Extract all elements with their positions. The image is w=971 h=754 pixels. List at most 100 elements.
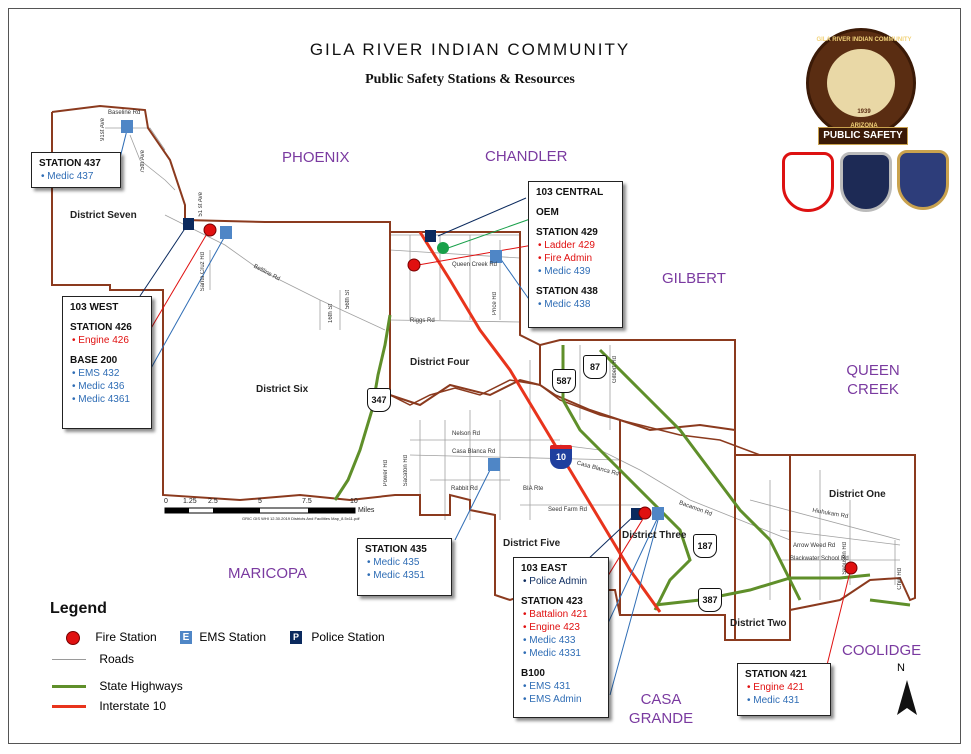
road-casa-blanca-west: Casa Blanca Rd xyxy=(452,449,496,455)
leader-lines xyxy=(119,129,851,696)
legend-state-highways: State Highways xyxy=(52,679,183,693)
roads-layer xyxy=(105,127,901,600)
ems-station-438[interactable] xyxy=(490,250,502,263)
road-arrow-weed: Arrow Weed Rd xyxy=(793,543,836,549)
map-subtitle: Public Safety Stations & Resources xyxy=(365,72,575,87)
road-blackwater-school: Blackwater School Rd xyxy=(790,556,849,562)
road-skousen: Skousen Rd xyxy=(842,542,848,575)
state-highways xyxy=(333,314,911,611)
legend: Legend xyxy=(50,600,107,622)
state-highway-symbol xyxy=(52,685,86,689)
shield-sr587: 587 xyxy=(552,369,576,393)
road-baseline: Baseline Rd xyxy=(108,110,141,116)
shield-i10: 10 xyxy=(550,445,572,469)
scale-tick-2: 2.5 xyxy=(208,498,218,505)
fire-station-symbol xyxy=(66,630,80,645)
police-station-103-west[interactable] xyxy=(183,218,194,230)
road-56th-st: 56th St xyxy=(345,290,351,310)
callout-103-west[interactable]: 103 WEST STATION 426 Engine 426 BASE 200… xyxy=(62,296,152,429)
road-power: Power Rd xyxy=(383,460,389,487)
ems-station-base-200[interactable] xyxy=(220,226,232,239)
fire-station-421[interactable] xyxy=(844,561,858,575)
legend-interstate: Interstate 10 xyxy=(52,699,166,713)
map-frame xyxy=(8,8,961,744)
district-one-label: District One xyxy=(829,489,886,500)
fire-department-patch xyxy=(782,152,834,212)
ems-station-435[interactable] xyxy=(488,458,500,471)
road-nelson: Nelson Rd xyxy=(452,431,481,437)
ems-station-symbol: E xyxy=(180,631,192,645)
scale-fineprint: GRIC GIS WHI 12.30.2019 Districts And Fa… xyxy=(242,516,360,521)
scale-bar xyxy=(164,507,356,514)
legend-police-station: P Police Station xyxy=(290,630,385,645)
road-santa-cruz: Santa Cruz Rd xyxy=(200,252,206,292)
interstate-symbol xyxy=(52,705,86,709)
city-coolidge: COOLIDGE xyxy=(842,642,922,659)
gila-river xyxy=(389,379,761,456)
map-title: Gila River Indian Community xyxy=(309,40,631,59)
district-five-label: District Five xyxy=(503,538,561,549)
callout-station-437[interactable]: STATION 437 Medic 437 xyxy=(31,152,121,188)
legend-ems-station: E EMS Station xyxy=(180,630,266,645)
legend-title: Legend xyxy=(50,600,107,617)
interstate-10 xyxy=(418,231,662,613)
road-91st-ave: 91st Ave xyxy=(100,118,106,141)
scale-tick-4: 7.5 xyxy=(302,498,312,505)
road-51st-ave: 51 st Ave xyxy=(198,192,204,217)
legend-roads: Roads xyxy=(52,652,134,666)
ems-patch xyxy=(840,152,892,212)
city-gilbert: GILBERT xyxy=(662,270,726,287)
fire-station-426[interactable] xyxy=(203,223,217,237)
gric-seal: GILA RIVER INDIAN COMMUNITY 1939 ARIZONA xyxy=(806,28,916,138)
ems-station-437[interactable] xyxy=(121,120,133,133)
district-three-label: District Three xyxy=(622,530,687,541)
oem-marker[interactable] xyxy=(437,242,449,254)
city-maricopa: MARICOPA xyxy=(228,565,307,582)
callout-station-421[interactable]: STATION 421 Engine 421 Medic 431 xyxy=(737,663,831,716)
police-station-symbol: P xyxy=(290,631,302,645)
callout-103-east[interactable]: 103 EAST Police Admin STATION 423 Battal… xyxy=(513,557,609,718)
road-sacaton: Sacaton Rd xyxy=(403,455,409,487)
road-75th-ave: 75th Ave xyxy=(140,150,146,174)
callout-station-435[interactable]: STATION 435 Medic 435 Medic 4351 xyxy=(357,538,452,596)
police-station-103-east[interactable] xyxy=(631,508,642,520)
shield-sr387: 387 xyxy=(698,588,722,612)
road-16th-st: 16th St xyxy=(328,304,334,324)
district-four-label: District Four xyxy=(410,357,470,368)
public-safety-banner: PUBLIC SAFETY xyxy=(818,127,908,145)
district-seven-label: District Seven xyxy=(70,210,137,221)
road-queen-creek: Queen Creek Rd xyxy=(452,262,498,268)
scale-tick-1: 1.25 xyxy=(183,498,197,505)
city-phoenix: PHOENIX xyxy=(282,149,350,166)
north-label: N xyxy=(897,662,905,674)
shield-sr187: 187 xyxy=(693,534,717,558)
north-arrow xyxy=(897,680,917,715)
scale-tick-3: 5 xyxy=(258,498,262,505)
road-rabbit: Rabbit Rd xyxy=(451,486,478,492)
scale-tick-5: 10 xyxy=(350,498,358,505)
city-chandler: CHANDLER xyxy=(485,148,568,165)
roads-symbol xyxy=(52,659,86,661)
ems-station-b100[interactable] xyxy=(652,507,664,520)
police-station-103-central[interactable] xyxy=(425,230,436,242)
legend-fire-station: Fire Station xyxy=(66,630,157,645)
road-chin: Chin Rd xyxy=(897,568,903,590)
scale-unit: Miles xyxy=(358,507,375,514)
district-two-label: District Two xyxy=(730,618,787,629)
fire-station-423[interactable] xyxy=(638,506,652,520)
police-patch xyxy=(897,150,949,210)
road-price: Price Rd xyxy=(492,292,498,316)
callout-103-central[interactable]: 103 CENTRAL OEM STATION 429 Ladder 429 F… xyxy=(528,181,623,328)
shield-sr87: 87 xyxy=(583,355,607,379)
shield-sr347: 347 xyxy=(367,388,391,412)
road-bia-rte: BIA Rte xyxy=(523,486,544,492)
district-six-label: District Six xyxy=(256,384,309,395)
road-seed-farm: Seed Farm Rd xyxy=(548,507,588,513)
road-gilbert: Gilbert Rd xyxy=(612,356,618,384)
station-markers xyxy=(121,120,858,575)
road-riggs: Riggs Rd xyxy=(410,318,435,324)
fire-station-429[interactable] xyxy=(407,258,421,272)
